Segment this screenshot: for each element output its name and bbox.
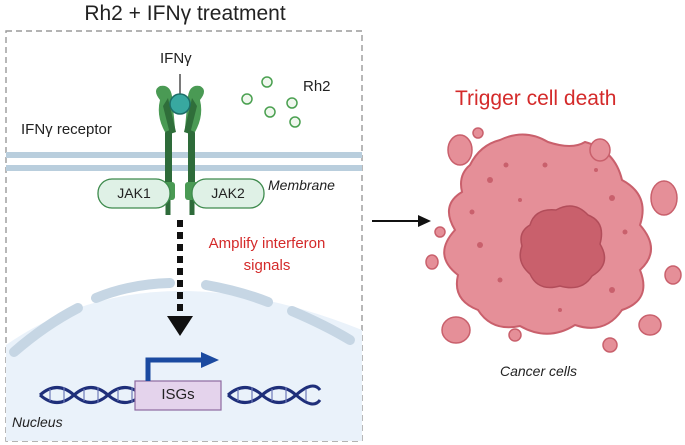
page-title: Rh2 + IFNγ treatment [84,2,286,25]
membrane-label: Membrane [268,177,335,193]
transcription-arrow [145,357,203,381]
nuclear-envelope [9,278,355,357]
signal-arrowhead [167,316,193,336]
result-arrowhead [418,215,431,227]
ifng-molecule [169,93,191,115]
isgs-label: ISGs [161,386,195,403]
isgs-box [134,380,222,411]
jak2-shape [191,178,265,209]
cancer-cell [425,127,682,353]
ifng-receptor-label: IFNγ receptor [21,121,112,138]
jak1-shape [97,178,171,209]
cancer-cells-label: Cancer cells [500,363,578,379]
dna-helix [39,384,322,406]
amplify-label-line2: signals [243,257,291,274]
rh2-molecules [241,76,301,128]
transcription-arrowhead [201,352,219,368]
rh2-label: Rh2 [303,78,331,95]
trigger-cell-death-label: Trigger cell death [455,87,617,110]
amplify-label-line1: Amplify interferon [208,235,326,252]
jak1-label: JAK1 [117,185,151,201]
cell-membrane [6,152,362,171]
ifng-label: IFNγ [160,50,192,67]
jak2-label: JAK2 [211,185,245,201]
dna-rungs [49,387,307,403]
nucleus-label: Nucleus [12,414,63,430]
